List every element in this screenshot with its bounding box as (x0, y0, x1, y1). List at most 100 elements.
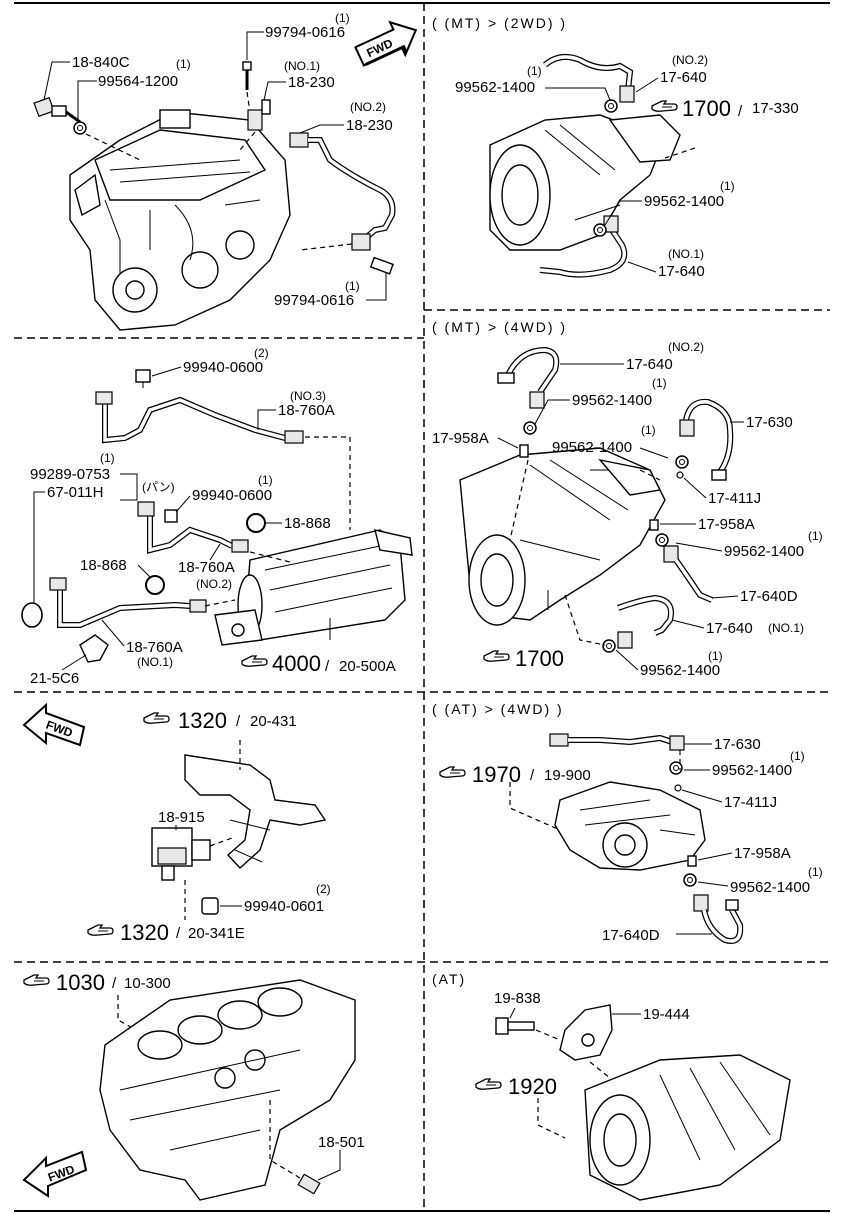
mt4wd-section: ( (MT) > (4WD) ) (432, 319, 823, 679)
fwd-arrow-icon: FWD (354, 20, 418, 67)
switch-17-640-no1 (539, 215, 628, 278)
bolt-99794-0616-top (242, 61, 252, 90)
header-mt4wd: ( (MT) > (4WD) ) (432, 319, 567, 335)
label-99562-a: 99562-1400 (712, 762, 792, 779)
sensor-18-501 (297, 1173, 321, 1195)
label-no1: (NO.1) (137, 655, 173, 669)
ref-1920: 1920 (508, 1074, 557, 1099)
ref-hand-icon (651, 100, 678, 112)
switch-17-630 (549, 733, 685, 751)
ref-1970: 1970 (472, 762, 521, 787)
ref-hand-icon (143, 712, 170, 724)
ball-17-411j (676, 471, 684, 479)
label-99564-1200: 99564-1200 (98, 73, 178, 90)
label-99562-b: 99562-1400 (644, 193, 724, 210)
washer-99562-a (523, 421, 537, 435)
pin-17-958a-a (519, 444, 529, 458)
label-no1: (NO.1) (668, 247, 704, 261)
switch-17-640-no2 (497, 346, 560, 409)
ref-1700: 1700 (682, 96, 731, 121)
washer-99562-b (675, 455, 689, 469)
label-18-230-a: 18-230 (288, 74, 335, 91)
transmission-drawing (489, 114, 681, 251)
ref-1320-top: 1320 (178, 708, 227, 733)
ref-20-341e: 20-341E (188, 925, 245, 942)
label-17-640-a: 17-640 (626, 356, 673, 373)
ref-1320-bot: 1320 (120, 920, 169, 945)
label-99562-d: 99562-1400 (640, 662, 720, 679)
label-18-760a-b: 18-760A (178, 559, 235, 576)
label-18-760a-a: 18-760A (278, 402, 335, 419)
label-17-958a: 17-958A (734, 845, 791, 862)
clamp-18-868-b (145, 575, 165, 595)
label-67-011h: 67-011H (47, 484, 103, 501)
label-17-640-b: 17-640 (658, 263, 705, 280)
automatic-transmission-drawing (584, 1054, 791, 1201)
frame (14, 2, 830, 1212)
label-17-958a-a: 17-958A (432, 430, 489, 447)
label-no2: (NO.2) (350, 100, 386, 114)
qty-99794-bot: (1) (345, 279, 360, 293)
label-no1: (NO.1) (768, 621, 804, 635)
at4wd-section: ( (AT) > (4WD) ) 17-630 (1) 99562-1400 (432, 701, 823, 944)
ref-hand-icon (439, 766, 466, 778)
ref-17-330: 17-330 (752, 100, 799, 117)
ref-slash: / (325, 658, 330, 675)
ref-20-431: 20-431 (250, 713, 297, 730)
sensor-section: FWD 1320 / 20-431 18-915 (2) 99940-0601 … (22, 702, 331, 945)
switch-17-640-no2 (543, 53, 635, 103)
label-18-915: 18-915 (158, 809, 205, 826)
bracket-drawing (184, 754, 327, 869)
sensor-18-840c (33, 96, 81, 124)
pin-17-958a-b (649, 519, 659, 531)
exhaust-section: (2) 99940-0600 (NO.3) 18-760A (1) 99289-… (21, 346, 413, 687)
label-99794-0616-top: 99794-0616 (265, 24, 345, 41)
ref-hand-icon (23, 974, 50, 986)
ref-19-900: 19-900 (544, 767, 591, 784)
header-at4wd: ( (AT) > (4WD) ) (432, 701, 564, 717)
ball-17-411j (674, 784, 682, 792)
cylinder-block-drawing (99, 979, 356, 1201)
washer-99562-b (593, 223, 607, 237)
label-99562-a: 99562-1400 (572, 392, 652, 409)
engine-drawing (69, 109, 291, 331)
nut-99940-0600a (135, 369, 151, 383)
ref-slash: / (530, 767, 535, 784)
label-21-5c6: 21-5C6 (30, 670, 79, 687)
label-18-840c: 18-840C (72, 54, 130, 71)
label-18-760a-c: 18-760A (126, 639, 183, 656)
washer-99562-d (602, 639, 616, 653)
switch-17-640d (693, 894, 744, 944)
fwd-arrow-icon: FWD (22, 1150, 88, 1198)
ref-slash: / (112, 975, 117, 992)
ref-hand-icon (87, 924, 114, 936)
label-no2: (NO.2) (196, 577, 232, 591)
label-no1: (NO.1) (284, 59, 320, 73)
label-99562-a: 99562-1400 (455, 79, 535, 96)
switch-17-630 (679, 398, 734, 481)
transfer-transmission-drawing (459, 447, 666, 626)
label-17-640-a: 17-640 (660, 69, 707, 86)
label-18-868-a: 18-868 (284, 515, 331, 532)
band-67-011h (21, 602, 43, 628)
qty-99562-b: (1) (641, 423, 656, 437)
switch-17-640d (663, 545, 714, 603)
sensor-18-230-no1 (247, 99, 271, 131)
label-19-838: 19-838 (494, 990, 541, 1007)
engine-section: 18-840C (1) 99564-1200 (1) 99794-0616 (N… (33, 11, 418, 331)
qty-0753: (1) (100, 451, 115, 465)
label-18-230-b: 18-230 (346, 117, 393, 134)
qty-0601: (2) (316, 882, 331, 896)
washer-99562-b (683, 873, 697, 887)
label-18-501: 18-501 (318, 1134, 365, 1151)
washer-99564-1200 (73, 121, 87, 135)
label-18-868-b: 18-868 (80, 557, 127, 574)
qty-99794-top: (1) (335, 11, 350, 25)
label-17-640-b: 17-640 (706, 620, 753, 637)
at-section: (AT) 19-838 19-444 1920 (432, 971, 791, 1201)
sensor-18-230-no2 (289, 132, 396, 275)
label-99940-0600b: 99940-0600 (192, 487, 272, 504)
ref-20-500a: 20-500A (339, 658, 396, 675)
bolt-19-838 (495, 1017, 535, 1035)
qty-99562-b: (1) (808, 865, 823, 879)
